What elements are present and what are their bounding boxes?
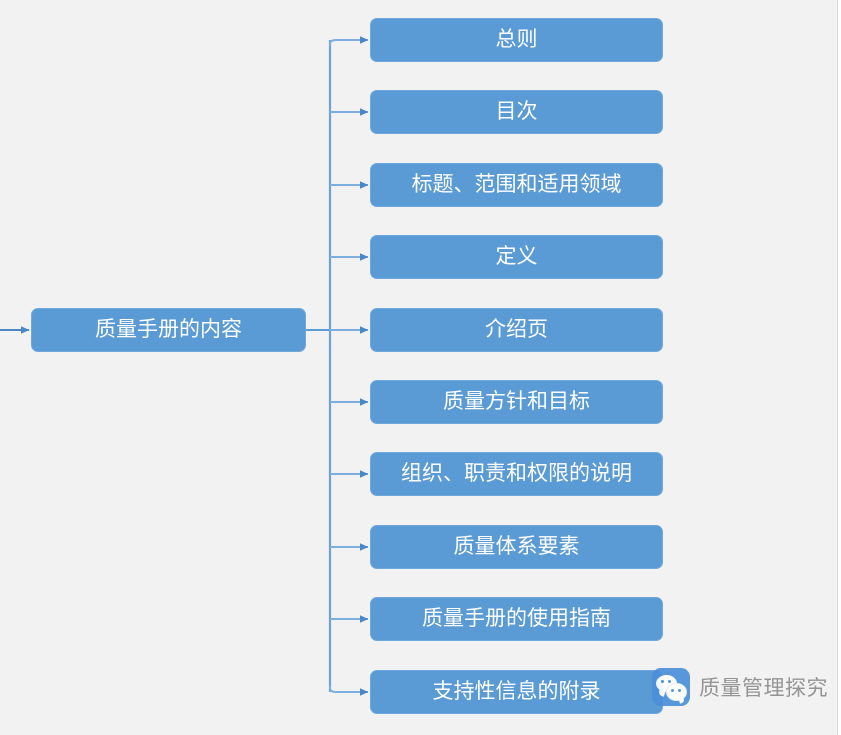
node-child-10-label: 支持性信息的附录: [432, 680, 601, 704]
node-child-2[interactable]: 目次: [370, 90, 663, 134]
wechat-logo-icon: [652, 668, 690, 706]
node-child-6-label: 质量方针和目标: [443, 390, 590, 414]
node-child-7[interactable]: 组织、职责和权限的说明: [370, 452, 663, 496]
node-child-9[interactable]: 质量手册的使用指南: [370, 597, 663, 641]
node-root-label: 质量手册的内容: [95, 318, 242, 342]
node-child-1[interactable]: 总则: [370, 18, 663, 62]
node-child-4[interactable]: 定义: [370, 235, 663, 279]
watermark-label: 质量管理探究: [699, 677, 828, 700]
page-edge-sliver: [837, 0, 841, 735]
node-child-7-label: 组织、职责和权限的说明: [401, 462, 632, 486]
watermark: 质量管理探究: [652, 668, 828, 706]
node-child-1-label: 总则: [495, 28, 538, 52]
node-child-5-label: 介绍页: [485, 318, 548, 342]
node-root[interactable]: 质量手册的内容: [31, 308, 306, 352]
node-child-10[interactable]: 支持性信息的附录: [370, 670, 663, 714]
node-child-3[interactable]: 标题、范围和适用领域: [370, 163, 663, 207]
node-child-4-label: 定义: [495, 245, 538, 269]
node-child-6[interactable]: 质量方针和目标: [370, 380, 663, 424]
node-child-5[interactable]: 介绍页: [370, 308, 663, 352]
node-child-9-label: 质量手册的使用指南: [422, 607, 611, 631]
node-child-2-label: 目次: [495, 100, 538, 124]
connector-branch-1: [329, 36, 369, 46]
connector-branch-10: [329, 686, 369, 696]
node-child-8[interactable]: 质量体系要素: [370, 525, 663, 569]
node-child-3-label: 标题、范围和适用领域: [411, 173, 622, 197]
node-child-8-label: 质量体系要素: [453, 535, 580, 559]
